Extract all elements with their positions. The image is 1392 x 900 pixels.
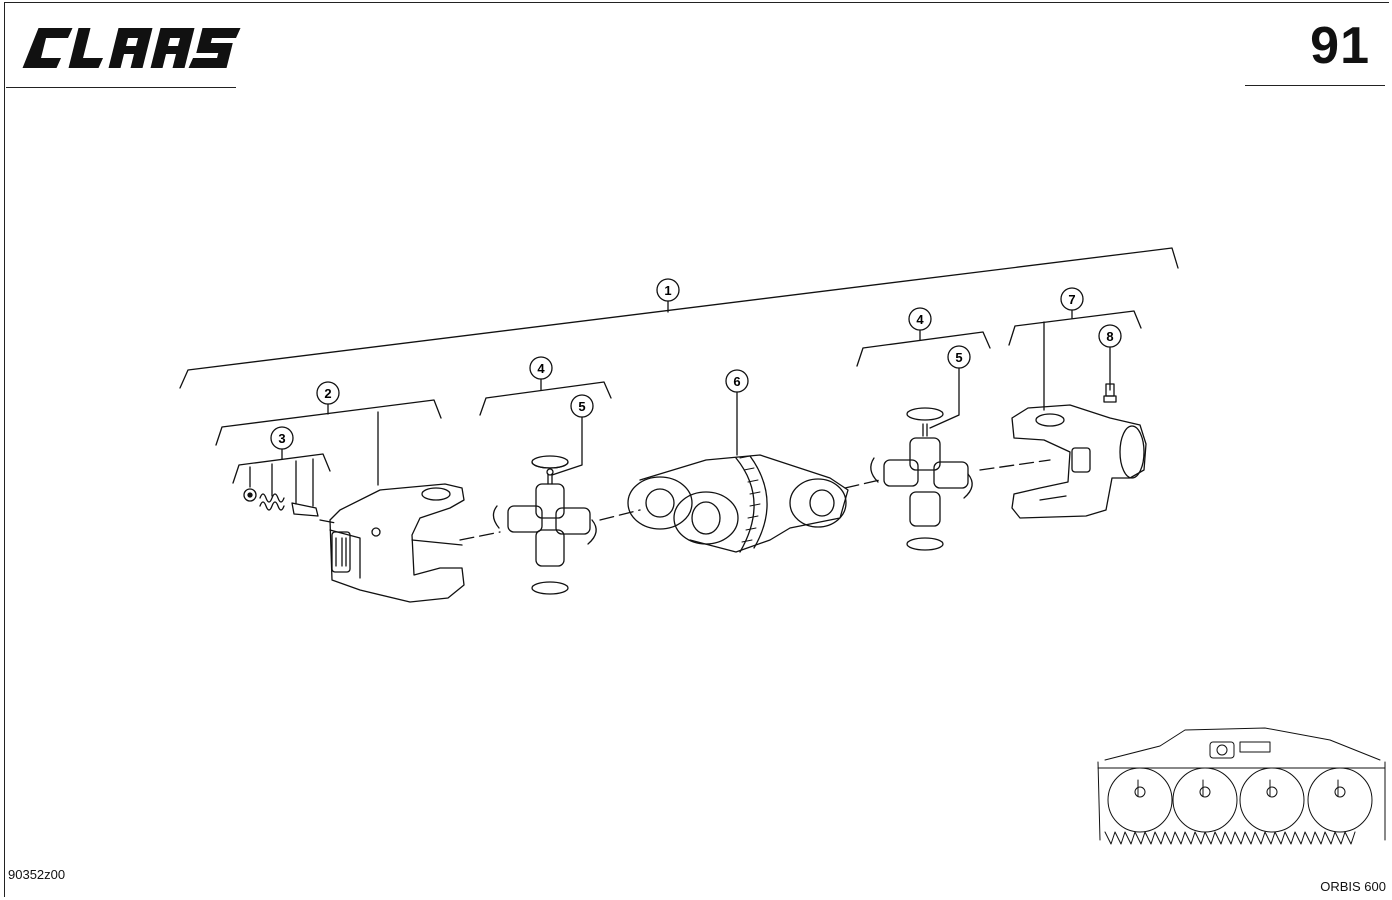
part-6-center-housing xyxy=(627,454,849,553)
part-4-cross-right xyxy=(870,407,973,551)
bracket-7 xyxy=(1008,310,1142,346)
bracket-1 xyxy=(179,247,1179,389)
header-rule-left xyxy=(6,87,236,88)
drawing-code: 90352z00 xyxy=(8,867,66,882)
callout-8: 8 xyxy=(1098,324,1122,348)
bracket-4-left xyxy=(479,381,612,416)
part-2-yoke xyxy=(329,483,465,603)
callout-labels: 1 2 3 4 5 6 4 5 7 8 xyxy=(270,278,1122,450)
callout-7-label: 7 xyxy=(1068,292,1075,307)
part-3-ball xyxy=(243,488,257,502)
bracket-4-right xyxy=(856,331,991,367)
page-number: 91 xyxy=(1310,17,1370,75)
callout-7: 7 xyxy=(1060,287,1084,311)
claas-logo xyxy=(22,22,242,74)
part-3-spring xyxy=(259,493,285,511)
callout-4-left-label: 4 xyxy=(537,361,545,376)
machine-overview-inset xyxy=(1097,727,1386,845)
bracket-3 xyxy=(232,453,331,484)
callout-2: 2 xyxy=(316,381,340,405)
callout-6-label: 6 xyxy=(733,374,740,389)
model-name: ORBIS 600 xyxy=(1320,879,1386,894)
callout-4-right: 4 xyxy=(908,307,932,331)
header-rule-right xyxy=(1245,85,1385,86)
callout-5-right-label: 5 xyxy=(955,350,962,365)
callout-4-left: 4 xyxy=(529,356,553,380)
part-3-pin xyxy=(291,502,319,517)
callout-8-label: 8 xyxy=(1106,329,1113,344)
callout-3-label: 3 xyxy=(278,431,285,446)
callout-5-left-label: 5 xyxy=(578,399,585,414)
part-8-grease-nipple xyxy=(1103,383,1117,403)
callout-1-label: 1 xyxy=(664,283,671,298)
callout-6: 6 xyxy=(725,369,749,393)
part-4-cross-left xyxy=(492,455,597,595)
callout-5-right: 5 xyxy=(947,345,971,369)
part-7-yoke xyxy=(1011,404,1147,519)
callout-5-left: 5 xyxy=(570,394,594,418)
callout-1: 1 xyxy=(656,278,680,302)
callout-2-label: 2 xyxy=(324,386,331,401)
callout-4-right-label: 4 xyxy=(916,312,924,327)
callout-3: 3 xyxy=(270,426,294,450)
page-frame xyxy=(4,2,1389,897)
